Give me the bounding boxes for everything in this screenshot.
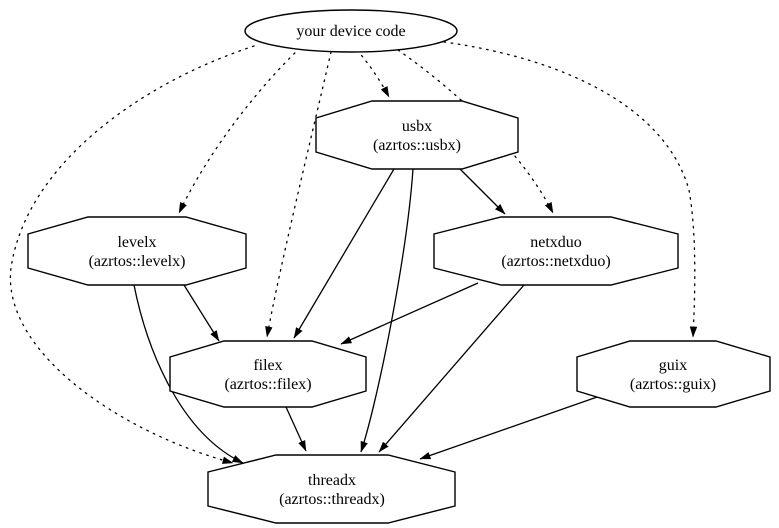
edge-device-levelx xyxy=(178,47,301,214)
levelx-octagon xyxy=(27,216,247,286)
levelx-subtitle: (azrtos::levelx) xyxy=(89,253,186,270)
guix-octagon xyxy=(576,340,771,408)
node-usbx: usbx (azrtos::usbx) xyxy=(315,100,519,170)
usbx-title: usbx xyxy=(402,118,432,135)
levelx-title: levelx xyxy=(117,234,156,251)
edge-device-usbx xyxy=(356,49,390,98)
edge-device-filex xyxy=(265,51,332,338)
edge-guix-threadx xyxy=(419,395,601,460)
edge-netxduo-filex xyxy=(340,282,479,345)
node-device-code: your device code xyxy=(244,9,458,53)
device-code-label: your device code xyxy=(296,23,405,40)
netxduo-octagon xyxy=(433,216,679,286)
edge-netxduo-threadx xyxy=(378,284,525,453)
node-threadx: threadx (azrtos::threadx) xyxy=(207,454,456,524)
usbx-subtitle: (azrtos::usbx) xyxy=(373,137,461,154)
netxduo-subtitle: (azrtos::netxduo) xyxy=(501,253,610,270)
filex-octagon xyxy=(169,340,367,408)
edge-usbx-filex xyxy=(293,168,395,339)
filex-subtitle: (azrtos::filex) xyxy=(224,376,311,393)
usbx-octagon xyxy=(315,100,519,170)
guix-title: guix xyxy=(659,357,687,374)
edge-usbx-threadx xyxy=(360,168,414,453)
edge-device-guix xyxy=(443,41,698,338)
filex-title: filex xyxy=(253,357,282,374)
netxduo-title: netxduo xyxy=(530,234,582,251)
node-netxduo: netxduo (azrtos::netxduo) xyxy=(433,216,679,286)
threadx-subtitle: (azrtos::threadx) xyxy=(279,491,385,508)
guix-subtitle: (azrtos::guix) xyxy=(630,376,716,393)
node-filex: filex (azrtos::filex) xyxy=(169,340,367,408)
edge-levelx-filex xyxy=(183,284,220,342)
nodes-layer: your device code usbx (azrtos::usbx) lev… xyxy=(27,9,771,524)
threadx-octagon xyxy=(207,454,456,524)
node-guix: guix (azrtos::guix) xyxy=(576,340,771,408)
threadx-title: threadx xyxy=(308,472,356,489)
edge-usbx-netxduo xyxy=(458,167,506,215)
edge-filex-threadx xyxy=(285,406,307,452)
device-code-ellipse xyxy=(244,9,458,53)
node-levelx: levelx (azrtos::levelx) xyxy=(27,216,247,286)
edge-levelx-threadx xyxy=(133,284,244,464)
